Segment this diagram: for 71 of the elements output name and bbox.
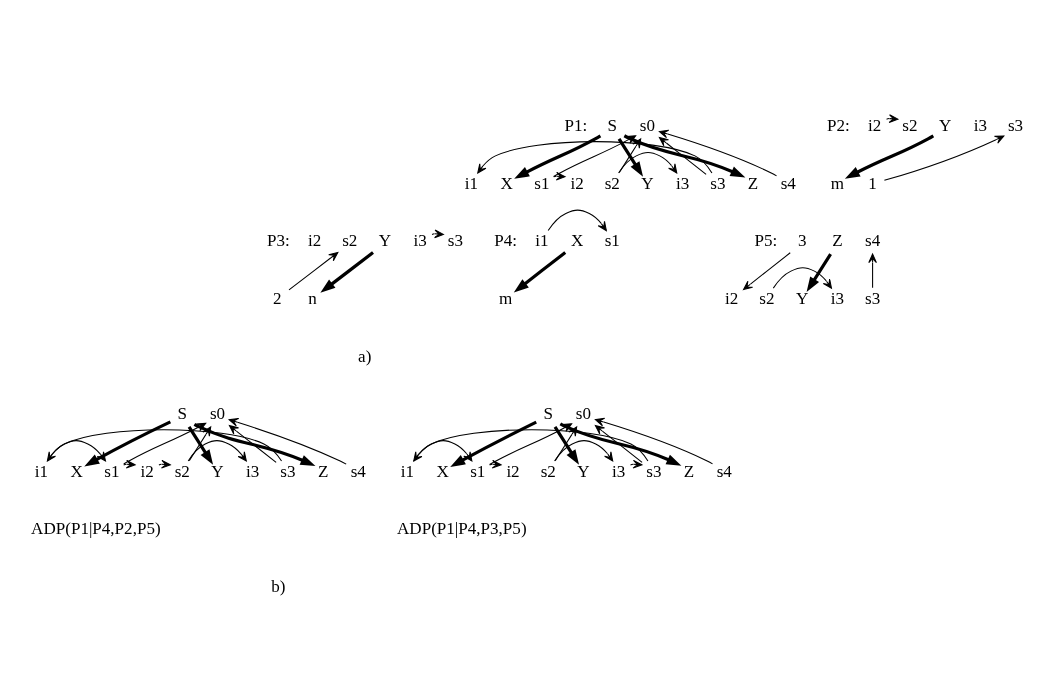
label: ADP(P1|P4,P2,P5) xyxy=(31,519,161,539)
node-text: X xyxy=(436,461,449,481)
node-text: s3 xyxy=(1007,116,1024,136)
node-text: S xyxy=(177,404,188,424)
node-text: s2 xyxy=(902,116,918,136)
node-text: i3 xyxy=(612,461,626,481)
node-text: i3 xyxy=(246,461,260,481)
node-text: s3 xyxy=(447,231,463,251)
node-text: s2 xyxy=(342,231,358,251)
node-text: i2 xyxy=(506,461,520,481)
node-text: s2 xyxy=(174,461,190,481)
node-text: i2 xyxy=(140,461,154,481)
node-text: s4 xyxy=(350,461,366,481)
node-text: Y xyxy=(938,116,952,136)
node-text: Y xyxy=(211,461,224,481)
node-text: s1 xyxy=(104,461,120,481)
node-text: s3 xyxy=(710,173,726,193)
node-text: i2 xyxy=(570,173,584,193)
node-text: s0 xyxy=(639,116,656,136)
node-text: i2 xyxy=(868,116,882,136)
label: P2: xyxy=(827,116,850,136)
label: P3: xyxy=(266,231,290,251)
node-text: 1 xyxy=(868,173,877,193)
node-text: i3 xyxy=(830,288,845,308)
label: P4: xyxy=(494,231,517,251)
node-text: i1 xyxy=(34,461,49,481)
node-text: Y xyxy=(796,288,809,308)
node-text: X xyxy=(70,461,83,481)
label: i3 xyxy=(973,116,987,136)
node-text: m xyxy=(830,173,845,193)
node-text: S xyxy=(543,404,553,424)
node-text: i1 xyxy=(464,173,479,193)
label: a) xyxy=(358,346,372,366)
node-text: Y xyxy=(577,461,590,481)
node-text: i2 xyxy=(725,288,739,308)
label: i2 xyxy=(307,231,322,251)
node-text: s4 xyxy=(780,173,796,193)
node-text: Z xyxy=(747,173,759,193)
node-text: s0 xyxy=(575,404,592,424)
node-text: n xyxy=(308,288,317,308)
node-text: X xyxy=(570,231,584,251)
node-text: s4 xyxy=(716,461,732,481)
node-text: Z xyxy=(317,461,329,481)
node-text: s4 xyxy=(865,231,881,251)
node-text: m xyxy=(498,288,513,308)
label: P5: xyxy=(754,231,778,251)
node-text: Z xyxy=(683,461,695,481)
node-text: s0 xyxy=(209,404,226,424)
node-text: s1 xyxy=(534,173,550,193)
node-text: s3 xyxy=(865,288,881,308)
label: b) xyxy=(271,577,286,597)
node-text: i1 xyxy=(535,231,549,251)
node-text: Y xyxy=(378,231,392,251)
node-text: i3 xyxy=(413,231,427,251)
node-text: s3 xyxy=(646,461,662,481)
node-text: S xyxy=(607,116,618,136)
label: ADP(P1|P4,P3,P5) xyxy=(397,519,527,539)
node-text: s2 xyxy=(759,288,775,308)
node-text: s3 xyxy=(280,461,296,481)
node-text: Z xyxy=(832,231,843,251)
node-text: X xyxy=(500,173,513,193)
node-text: Y xyxy=(641,173,654,193)
node-text: s2 xyxy=(540,461,556,481)
node-text: 2 xyxy=(272,288,282,308)
node-text: i3 xyxy=(676,173,690,193)
node-text: s1 xyxy=(604,231,620,251)
node-text: s2 xyxy=(604,173,620,193)
node-text: 3 xyxy=(797,231,807,251)
label: P1: xyxy=(564,116,588,136)
node-text: s1 xyxy=(470,461,486,481)
node-text: i1 xyxy=(400,461,415,481)
